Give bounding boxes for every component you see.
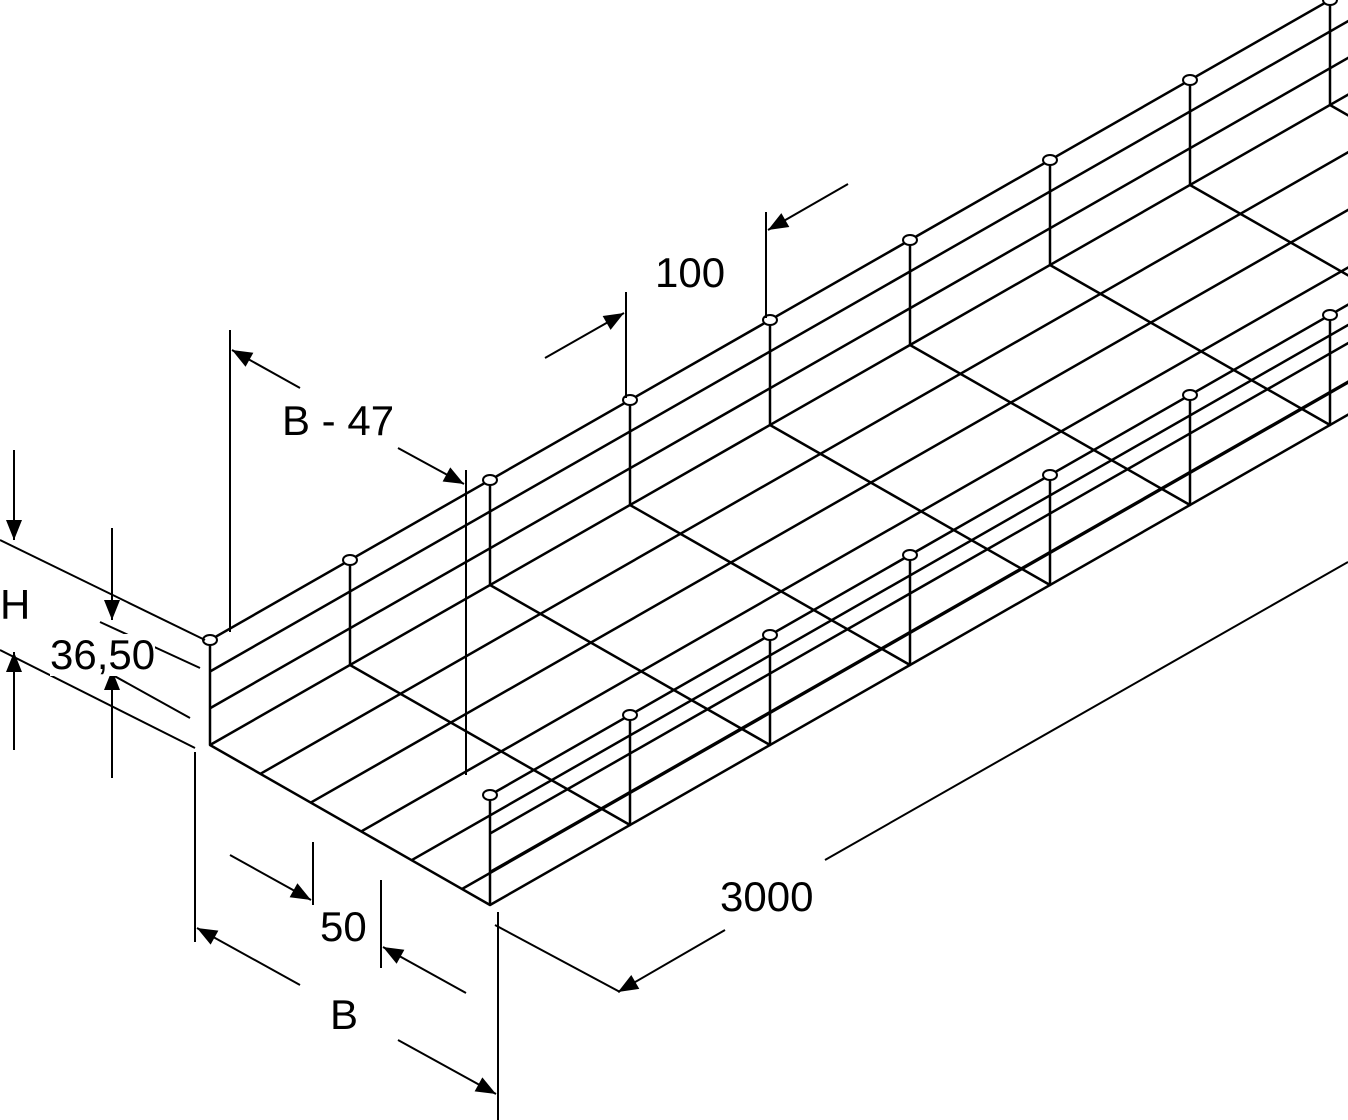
cross-wire [488, 480, 772, 747]
wire-weld-point [482, 474, 498, 486]
cross-wire [908, 240, 1192, 507]
wire-weld-point [1042, 154, 1058, 166]
wire-weld-point [1042, 469, 1058, 481]
wire-weld-point [762, 629, 778, 641]
cross-wire [348, 560, 632, 827]
dim-h-ext-bottom [0, 649, 196, 749]
dim-3000-ext [494, 924, 621, 993]
cross-wire [208, 640, 492, 907]
cross-wire [1328, 0, 1348, 117]
dim-label-pitch: 100 [655, 249, 726, 296]
cross-wire [1048, 160, 1332, 427]
wire-weld-point [482, 789, 498, 801]
dim-3000-line [824, 561, 1348, 861]
dim-100-arrow-left [544, 312, 625, 359]
cross-wire [628, 400, 912, 667]
dim-h-ext-top [0, 539, 206, 641]
wire-weld-point [1322, 309, 1338, 321]
cross-wire [1188, 80, 1348, 277]
cross-wire [768, 320, 1052, 587]
dim-b47-arrow-right [397, 447, 465, 485]
dim-label-height: H [0, 581, 31, 628]
dim-50-arrow-right [382, 946, 467, 994]
dim-b47-arrow-left [231, 349, 301, 389]
wire-weld-point [1182, 389, 1198, 401]
wire-weld-point [1182, 74, 1198, 86]
dim-100-arrow-right [767, 183, 849, 231]
wire-weld-point [342, 554, 358, 566]
dim-label-length: 3000 [720, 873, 814, 920]
dim-b-arrow-right [397, 1039, 497, 1095]
dim-label-bottom-pitch: 50 [320, 903, 367, 950]
dim-label-side-height: 36,50 [50, 631, 156, 678]
dim-label-width: B [330, 991, 359, 1038]
dim-b-arrow-left [196, 927, 301, 986]
wire-weld-point [902, 234, 918, 246]
wire-weld-point [622, 709, 638, 721]
wire-weld-point [902, 549, 918, 561]
wire-weld-point [1322, 0, 1338, 6]
dim-label-inner-width: B - 47 [282, 397, 395, 444]
dim-50-arrow-left [229, 854, 312, 901]
dim-3000-arrow [617, 929, 726, 993]
